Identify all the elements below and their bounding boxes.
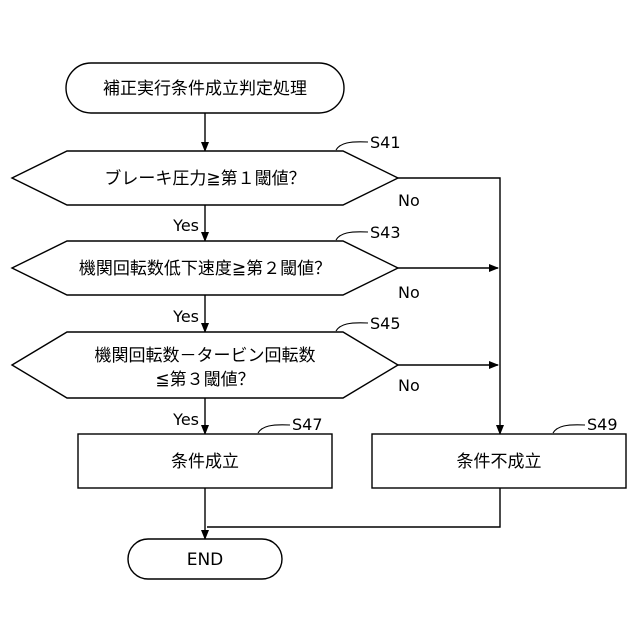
end-terminal-label: END bbox=[187, 550, 224, 570]
edge-d1-no-to-p2 bbox=[398, 178, 500, 434]
process-condition-not-met-label: 条件不成立 bbox=[457, 452, 542, 472]
step-leader-p2 bbox=[553, 425, 585, 433]
decision-speed-difference-label-line2: ≦第３閾値？ bbox=[155, 370, 254, 390]
edge-label-d1-yes: Yes bbox=[172, 216, 199, 235]
decision-brake-pressure-label: ブレーキ圧力≧第１閾値？ bbox=[104, 168, 305, 189]
step-leader-d3 bbox=[336, 323, 368, 331]
step-label-d2: S43 bbox=[370, 223, 401, 242]
step-label-d1: S41 bbox=[370, 133, 401, 152]
step-leader-d2 bbox=[336, 232, 368, 240]
edge-label-d1-no: No bbox=[398, 191, 420, 210]
decision-speed-difference-label-line1: 機関回転数－タービン回転数 bbox=[95, 346, 316, 366]
edge-label-d2-yes: Yes bbox=[172, 307, 199, 326]
step-label-p2: S49 bbox=[587, 415, 618, 434]
edge-label-d2-no: No bbox=[398, 283, 420, 302]
start-terminal-label: 補正実行条件成立判定処理 bbox=[103, 79, 307, 99]
decision-engine-speed-drop-rate-label: 機関回転数低下速度≧第２閾値？ bbox=[79, 259, 331, 279]
edge-label-d3-yes: Yes bbox=[172, 410, 199, 429]
step-leader-d1 bbox=[336, 142, 368, 150]
edge-p2-to-end bbox=[207, 488, 500, 527]
step-leader-p1 bbox=[258, 425, 290, 433]
step-label-p1: S47 bbox=[292, 415, 323, 434]
process-condition-met-label: 条件成立 bbox=[171, 452, 239, 472]
step-label-d3: S45 bbox=[370, 314, 401, 333]
edge-label-d3-no: No bbox=[398, 376, 420, 395]
